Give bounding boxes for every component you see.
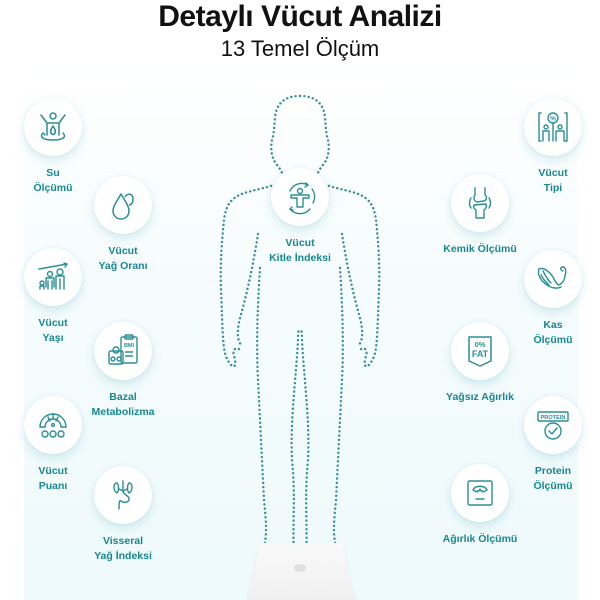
page-subtitle: 13 Temel Ölçüm bbox=[220, 36, 380, 61]
svg-text:%: % bbox=[550, 116, 556, 123]
fat-drop-icon bbox=[94, 176, 152, 234]
scale-sensor bbox=[294, 564, 306, 572]
metric-agirlik-olcumu: Ağırlık Ölçümü bbox=[430, 464, 530, 547]
metric-label: Vücut Yaşı bbox=[38, 317, 68, 344]
page-title: Detaylı Vücut Analizi bbox=[158, 0, 442, 33]
metric-vucut-puani: Vücut Puanı bbox=[3, 396, 103, 494]
metric-label: Vücut Tipi bbox=[538, 167, 568, 194]
bmi-clipboard-icon: BMI bbox=[94, 322, 152, 380]
muscle-arm-icon bbox=[524, 250, 582, 308]
metric-visseral-yag-indeksi: Visseral Yağ İndeksi bbox=[73, 466, 173, 564]
metric-label: Vücut Yağ Oranı bbox=[98, 245, 148, 272]
svg-text:0%: 0% bbox=[475, 340, 486, 349]
metric-su-olcumu: Su Ölçümü bbox=[3, 98, 103, 196]
metric-label: Yağsız Ağırlık bbox=[446, 391, 514, 403]
metric-vucut-kitle-indeksi: Vücut Kitle İndeksi bbox=[250, 168, 350, 266]
body-type-icon: % bbox=[524, 98, 582, 156]
metric-vucut-yasi: Vücut Yaşı bbox=[3, 248, 103, 346]
metric-label: Visseral Yağ İndeksi bbox=[94, 535, 152, 562]
metric-kemik-olcumu: Kemik Ölçümü bbox=[430, 174, 530, 257]
metric-label: Bazal Metabolizma bbox=[91, 391, 155, 418]
protein-check-icon: PROTEIN bbox=[524, 396, 582, 454]
metric-bazal-metabolizma: BMI Bazal Metabolizma bbox=[73, 322, 173, 420]
water-body-icon bbox=[24, 98, 82, 156]
bmi-body-icon bbox=[271, 168, 329, 226]
body-age-icon bbox=[24, 248, 82, 306]
metric-label: Vücut Puanı bbox=[38, 465, 68, 492]
metric-vucut-yag-orani: Vücut Yağ Oranı bbox=[73, 176, 173, 274]
metric-yagsiz-agirlik: 0% FAT Yağsız Ağırlık bbox=[430, 322, 530, 405]
metric-label: Ağırlık Ölçümü bbox=[442, 533, 518, 545]
bone-joint-icon bbox=[451, 174, 509, 232]
metric-label: Su Ölçümü bbox=[33, 167, 73, 194]
metric-protein-olcumu: PROTEIN Protein Ölçümü bbox=[503, 396, 600, 494]
metric-label: Protein Ölçümü bbox=[533, 465, 573, 492]
organs-icon bbox=[94, 466, 152, 524]
zero-fat-icon: 0% FAT bbox=[451, 322, 509, 380]
metric-vucut-tipi: % Vücut Tipi bbox=[503, 98, 600, 196]
metric-label: Kemik Ölçümü bbox=[443, 243, 517, 255]
svg-text:FAT: FAT bbox=[472, 349, 489, 359]
weight-scale-icon bbox=[451, 464, 509, 522]
metric-kas-olcumu: Kas Ölçümü bbox=[503, 250, 600, 348]
svg-text:PROTEIN: PROTEIN bbox=[541, 415, 566, 421]
metric-label: Kas Ölçümü bbox=[533, 319, 573, 346]
metric-label: Vücut Kitle İndeksi bbox=[269, 237, 331, 264]
svg-text:BMI: BMI bbox=[124, 343, 135, 349]
gauge-icon bbox=[24, 396, 82, 454]
